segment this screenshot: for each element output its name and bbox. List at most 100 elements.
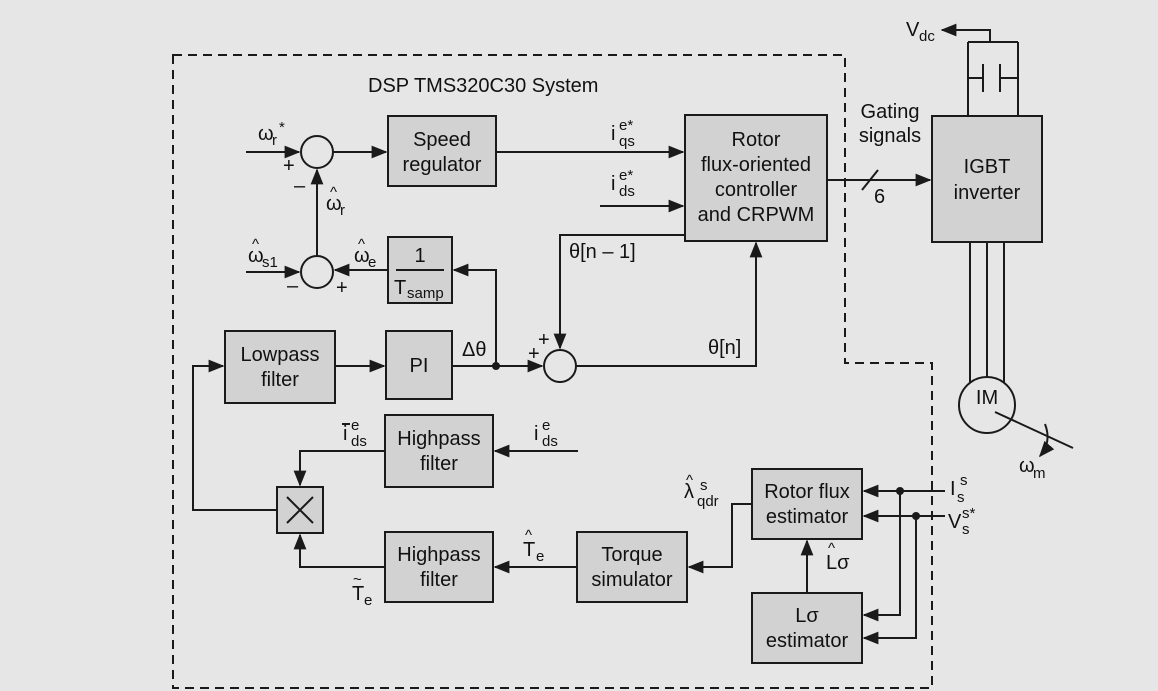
svg-text:controller: controller [715,179,798,201]
svg-text:inverter: inverter [954,182,1021,204]
angle-junction-plus-left: + [528,343,540,365]
svg-text:^: ^ [330,184,337,201]
svg-text:IGBT: IGBT [964,156,1011,178]
svg-text:r: r [340,202,345,219]
svg-text:qs: qs [619,133,635,150]
speed-junction-plus: + [283,155,295,177]
svg-text:s: s [957,489,965,506]
svg-text:s: s [700,477,708,494]
svg-text:Highpass: Highpass [397,544,480,566]
svg-text:s: s [962,521,970,538]
svg-text:and CRPWM: and CRPWM [698,204,815,226]
svg-text:dc: dc [919,28,935,45]
speed-summing-junction [300,135,334,169]
svg-text:ds: ds [542,433,558,450]
speed-regulator-block: Speed regulator [387,115,497,187]
highpass-filter-top-block: Highpass filter [384,414,494,488]
induction-motor: IM [958,376,1074,458]
svg-text:Lowpass: Lowpass [241,344,320,366]
svg-text:Lσ: Lσ [795,605,819,627]
svg-text:~: ~ [353,571,362,588]
svg-text:regulator: regulator [403,154,482,176]
svg-text:^: ^ [358,236,365,253]
signal-lines [192,145,945,645]
svg-text:simulator: simulator [591,569,672,591]
svg-text:e*: e* [619,167,633,184]
svg-text:s1: s1 [262,254,278,271]
label-vdc: V dc [906,19,935,45]
svg-text:filter: filter [420,453,458,475]
label-ids-input: i e ds [534,417,558,450]
svg-text:Rotor flux: Rotor flux [764,481,850,503]
svg-text:e: e [536,548,544,565]
svg-text:ω: ω [258,123,274,145]
rotor-flux-oriented-controller-block: Rotor flux-oriented controller and CRPWM [684,114,828,242]
svg-text:Speed: Speed [413,129,471,151]
svg-text:signals: signals [859,125,921,147]
highpass-filter-bottom-block: Highpass filter [384,531,494,603]
label-omega-m: ω m [1019,455,1046,482]
label-ids-ref: i e* ds [611,167,635,200]
svg-text:Lσ: Lσ [826,552,850,574]
svg-text:r: r [272,132,277,149]
rotor-flux-estimator-block: Rotor flux estimator [751,468,863,540]
lowpass-filter-block: Lowpass filter [224,330,336,404]
svg-text:qdr: qdr [697,493,719,510]
svg-text:V: V [948,511,962,533]
label-gating-signals: Gating signals 6 [859,101,921,208]
svg-text:e: e [542,417,550,434]
svg-text:^: ^ [252,236,259,253]
label-lsigma-hat: Lσ ^ [826,540,850,574]
label-delta-theta: Δθ [462,339,486,361]
label-theta-prev: θ[n – 1] [569,241,636,263]
label-omega-r-ref: ω r * [258,119,285,149]
svg-text:ds: ds [351,433,367,450]
label-te-tilde: T e ~ [352,571,372,609]
label-te-hat: T e ^ [523,527,544,565]
igbt-inverter-block: IGBT inverter [931,115,1043,243]
svg-text:i: i [343,423,347,445]
label-lambda-qdr: λ s qdr ^ [684,472,719,510]
svg-text:i: i [611,123,615,145]
svg-text:e: e [364,592,372,609]
svg-text:flux-oriented: flux-oriented [701,154,811,176]
svg-text:e*: e* [619,117,633,134]
dc-link [940,23,1019,116]
svg-text:^: ^ [828,540,835,557]
svg-text:Highpass: Highpass [397,428,480,450]
svg-text:T: T [523,539,535,561]
svg-text:*: * [279,119,285,136]
label-iqs-ref: i e* qs [611,117,635,150]
multiplier-block [276,486,324,534]
svg-text:^: ^ [686,472,693,489]
slip-junction-plus: + [336,277,348,299]
svg-text:estimator: estimator [766,506,849,528]
pi-controller-block: PI [385,330,453,400]
svg-text:estimator: estimator [766,630,849,652]
svg-text:λ: λ [684,481,694,503]
svg-text:s*: s* [962,505,976,522]
svg-text:ω: ω [248,245,264,267]
svg-text:filter: filter [420,569,458,591]
label-omega-e-hat: ω e ^ [354,236,376,271]
angle-junction-plus-top: + [538,329,550,351]
slip-junction-minus: – [287,275,299,297]
svg-text:Torque: Torque [601,544,662,566]
svg-text:ω: ω [354,245,370,267]
svg-text:m: m [1033,465,1046,482]
label-vs-reference: V s* s [948,505,976,538]
angle-summing-junction [543,349,577,383]
svg-text:V: V [906,19,920,41]
torque-simulator-block: Torque simulator [576,531,688,603]
integrator-block: 1 T samp [387,236,453,304]
label-is-measured: I s s [950,472,968,506]
dsp-system-boundary [172,54,933,689]
lsigma-estimator-block: Lσ estimator [751,592,863,664]
svg-text:PI: PI [410,355,429,377]
svg-text:ds: ds [619,183,635,200]
svg-text:Rotor: Rotor [732,129,781,151]
svg-text:T: T [394,277,406,299]
svg-text:ω: ω [326,193,342,215]
label-theta-n: θ[n] [708,337,741,359]
